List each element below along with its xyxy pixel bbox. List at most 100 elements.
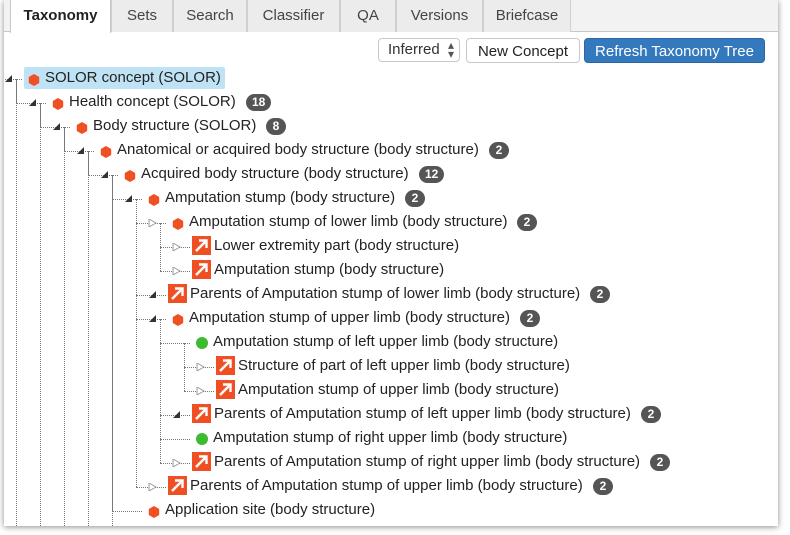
child-count-badge: 2 — [489, 142, 509, 159]
tree-node[interactable]: Amputation stump of lower limb (body str… — [168, 211, 511, 233]
concept-hex-icon — [76, 121, 88, 134]
tree-node[interactable]: SOLOR concept (SOLOR) — [24, 67, 225, 89]
tree-node-label: SOLOR concept (SOLOR) — [45, 69, 221, 86]
tab-label: Versions — [410, 7, 469, 24]
tree-connector — [112, 511, 142, 512]
concept-hex-icon — [124, 169, 136, 182]
tab-versions[interactable]: Versions — [396, 0, 483, 32]
expanded-triangle-icon[interactable] — [28, 99, 37, 107]
parent-arrow-icon — [192, 260, 211, 279]
tab-label: Taxonomy — [23, 7, 98, 24]
tree-node-label: Acquired body structure (body structure) — [141, 165, 409, 182]
tab-sets[interactable]: Sets — [111, 0, 173, 32]
expanded-triangle-icon[interactable] — [100, 171, 109, 179]
child-count-badge: 2 — [641, 406, 661, 423]
tree-node-label: Parents of Amputation stump of left uppe… — [214, 405, 631, 422]
collapsed-triangle-icon[interactable] — [172, 243, 181, 251]
tree-node-label: Amputation stump of upper limb (body str… — [238, 381, 559, 398]
new-concept-button[interactable]: New Concept — [466, 38, 580, 63]
tree-guide-line — [160, 319, 161, 463]
tree-node-label: Health concept (SOLOR) — [69, 93, 236, 110]
leaf-dot-icon — [196, 337, 208, 349]
tree-node-label: Parents of Amputation stump of lower lim… — [190, 285, 581, 302]
tree-connector — [160, 415, 190, 416]
parent-arrow-icon — [192, 404, 211, 423]
parent-arrow-icon — [216, 380, 235, 399]
concept-hex-icon — [52, 97, 64, 110]
collapsed-triangle-icon[interactable] — [172, 267, 181, 275]
child-count-badge: 2 — [593, 478, 613, 495]
parent-arrow-icon — [192, 236, 211, 255]
tree-node-label: Structure of part of left upper limb (bo… — [238, 357, 570, 374]
tree-node[interactable]: Health concept (SOLOR) — [48, 91, 240, 113]
tab-search[interactable]: Search — [173, 0, 247, 32]
collapsed-triangle-icon[interactable] — [196, 387, 205, 395]
tree-node-label: Anatomical or acquired body structure (b… — [117, 141, 479, 158]
expanded-triangle-icon[interactable] — [76, 147, 85, 155]
child-count-badge: 18 — [246, 94, 272, 111]
tree-guide-line — [16, 79, 17, 526]
expanded-triangle-icon[interactable] — [124, 195, 133, 203]
concept-hex-icon — [172, 217, 184, 230]
tree-node[interactable]: Amputation stump of left upper limb (bod… — [192, 331, 562, 353]
tree-node[interactable]: Parents of Amputation stump of right upp… — [192, 451, 644, 473]
tree-connector — [112, 199, 142, 200]
tree-node[interactable]: Parents of Amputation stump of upper lim… — [168, 475, 587, 497]
tree-node-label: Lower extremity part (body structure) — [214, 237, 460, 254]
collapsed-triangle-icon[interactable] — [148, 219, 157, 227]
child-count-badge: 2 — [520, 310, 540, 327]
tree-connector — [4, 79, 22, 80]
concept-hex-icon — [28, 73, 40, 86]
tree-node[interactable]: Amputation stump of upper limb (body str… — [168, 307, 514, 329]
expanded-triangle-icon[interactable] — [52, 123, 61, 131]
select-updown-icon: ▴▾ — [447, 38, 454, 61]
taxonomy-tree: SOLOR concept (SOLOR) Health concept (SOL… — [4, 64, 778, 526]
tree-node[interactable]: Lower extremity part (body structure) — [192, 235, 463, 257]
tree-node[interactable]: Parents of Amputation stump of lower lim… — [168, 283, 584, 305]
tab-label: QA — [357, 7, 379, 24]
app-window: Taxonomy Sets Search Classifier QA Versi… — [4, 0, 778, 526]
tree-guide-line — [64, 127, 65, 526]
tree-node[interactable]: Acquired body structure (body structure) — [120, 163, 413, 185]
tree-guide-line — [112, 175, 113, 526]
tree-node-label: Amputation stump of right upper limb (bo… — [213, 429, 568, 446]
tree-node-label: Amputation stump of lower limb (body str… — [189, 213, 508, 230]
tree-node-label: Amputation stump (body structure) — [214, 261, 445, 278]
tree-node-label: Amputation stump (body structure) — [165, 189, 396, 206]
tree-node[interactable]: Parents of Amputation stump of left uppe… — [192, 403, 635, 425]
tab-briefcase[interactable]: Briefcase — [483, 0, 571, 32]
refresh-taxonomy-button[interactable]: Refresh Taxonomy Tree — [584, 38, 765, 63]
collapsed-triangle-icon[interactable] — [172, 459, 181, 467]
tree-guide-line — [40, 103, 41, 526]
concept-hex-icon — [172, 313, 184, 326]
tab-qa[interactable]: QA — [340, 0, 396, 32]
expanded-triangle-icon[interactable] — [148, 315, 157, 323]
tree-connector — [40, 127, 70, 128]
expanded-triangle-icon[interactable] — [172, 411, 181, 419]
collapsed-triangle-icon[interactable] — [148, 483, 157, 491]
tab-classifier[interactable]: Classifier — [247, 0, 340, 32]
tab-taxonomy[interactable]: Taxonomy — [10, 0, 111, 33]
tree-guide-line — [136, 199, 137, 487]
parent-arrow-icon — [168, 284, 187, 303]
tree-node[interactable]: Amputation stump (body structure) — [144, 187, 399, 209]
parent-arrow-icon — [192, 452, 211, 471]
parent-arrow-icon — [168, 476, 187, 495]
collapsed-triangle-icon[interactable] — [196, 363, 205, 371]
tree-node[interactable]: Structure of part of left upper limb (bo… — [216, 355, 574, 377]
tree-node[interactable]: Amputation stump (body structure) — [192, 259, 448, 281]
tree-node[interactable]: Anatomical or acquired body structure (b… — [96, 139, 483, 161]
tree-node[interactable]: Amputation stump of upper limb (body str… — [216, 379, 563, 401]
child-count-badge: 2 — [405, 190, 425, 207]
child-count-badge: 2 — [590, 286, 610, 303]
tree-node-label: Parents of Amputation stump of upper lim… — [190, 477, 583, 494]
expanded-triangle-icon[interactable] — [4, 75, 13, 83]
tree-node[interactable]: Body structure (SOLOR) — [72, 115, 260, 137]
tree-node[interactable]: Amputation stump of right upper limb (bo… — [192, 427, 571, 449]
tree-node[interactable]: Application site (body structure) — [144, 499, 379, 521]
tree-connector — [136, 319, 166, 320]
leaf-dot-icon — [196, 433, 208, 445]
tree-node-label: Amputation stump of upper limb (body str… — [189, 309, 510, 326]
view-select[interactable]: Inferred ▴▾ — [378, 38, 460, 62]
expanded-triangle-icon[interactable] — [148, 291, 157, 299]
